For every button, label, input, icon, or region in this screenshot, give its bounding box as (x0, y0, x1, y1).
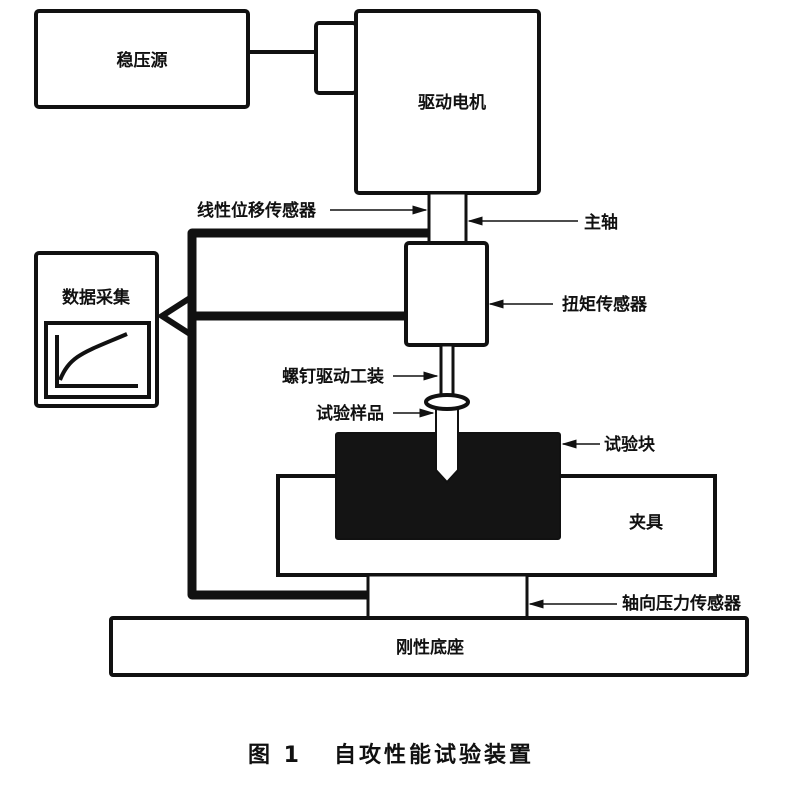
power-supply-box (34, 9, 250, 109)
power-supply-label: 稳压源 (117, 50, 168, 71)
figure-caption-title: 自攻性能试验装置 (334, 742, 534, 768)
test-sample-label: 试验样品 (316, 403, 384, 424)
linear-displacement-sensor-label: 线性位移传感器 (197, 200, 317, 221)
data-acquisition-label: 数据采集 (62, 287, 131, 308)
screw-drive-tool (439, 343, 455, 402)
axial-force-sensor (366, 573, 529, 620)
test-sample-screw (435, 404, 459, 484)
signal-line-displacement (187, 228, 429, 600)
display-curve (58, 332, 128, 381)
rigid-base-label: 刚性底座 (396, 637, 464, 658)
spindle-label: 主轴 (584, 212, 618, 233)
screw-head-washer (424, 393, 470, 411)
figure-caption-number: 图 1 (248, 743, 302, 768)
torque-sensor-box (404, 241, 489, 347)
rigid-base (109, 616, 749, 677)
torque-sensor-label: 扭矩传感器 (562, 294, 648, 315)
display-axes (55, 335, 138, 388)
fixture-label: 夹具 (629, 512, 663, 533)
axial-force-sensor-label: 轴向压力传感器 (622, 593, 742, 614)
spindle (427, 191, 468, 245)
drive-motor-label: 驱动电机 (418, 92, 486, 113)
screw-drive-tool-label: 螺钉驱动工装 (282, 366, 384, 387)
motor-connector (314, 21, 358, 95)
data-input-connector (156, 295, 192, 337)
test-block-label: 试验块 (604, 434, 656, 455)
